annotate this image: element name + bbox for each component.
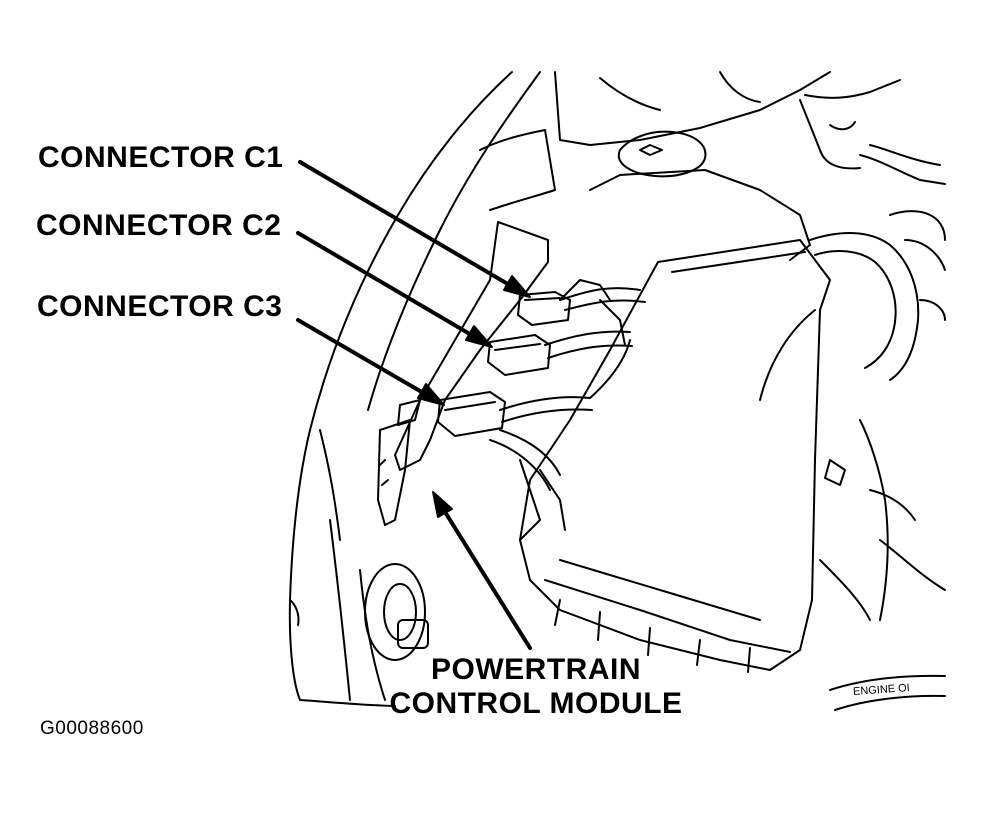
upper-components <box>479 71 946 261</box>
connector-c1-label: CONNECTOR C1 <box>38 141 284 174</box>
arrow-connector-c2 <box>296 231 493 348</box>
arrow-connector-c1 <box>298 160 531 298</box>
arrow-pcm <box>432 491 532 650</box>
strut-tower <box>359 563 429 701</box>
connector-c3-body <box>437 391 506 437</box>
engine-oil-cap <box>829 674 946 711</box>
connector-c3-label: CONNECTOR C3 <box>37 290 283 323</box>
air-cleaner-housing <box>519 239 831 673</box>
fender-outline <box>288 71 541 707</box>
connector-c2-body <box>487 334 551 376</box>
wiring-harness <box>489 279 646 541</box>
figure-id: G00088600 <box>40 718 144 739</box>
connector-c2-label: CONNECTOR C2 <box>36 209 282 242</box>
arrow-connector-c3 <box>296 318 445 406</box>
pcm-label-line1: POWERTRAIN <box>431 653 641 686</box>
pcm-module <box>377 221 549 526</box>
pcm-label: POWERTRAIN CONTROL MODULE <box>375 653 697 721</box>
pcm-label-line2: CONTROL MODULE <box>389 687 683 720</box>
connector-c1-body <box>517 291 571 326</box>
air-intake <box>809 210 946 621</box>
